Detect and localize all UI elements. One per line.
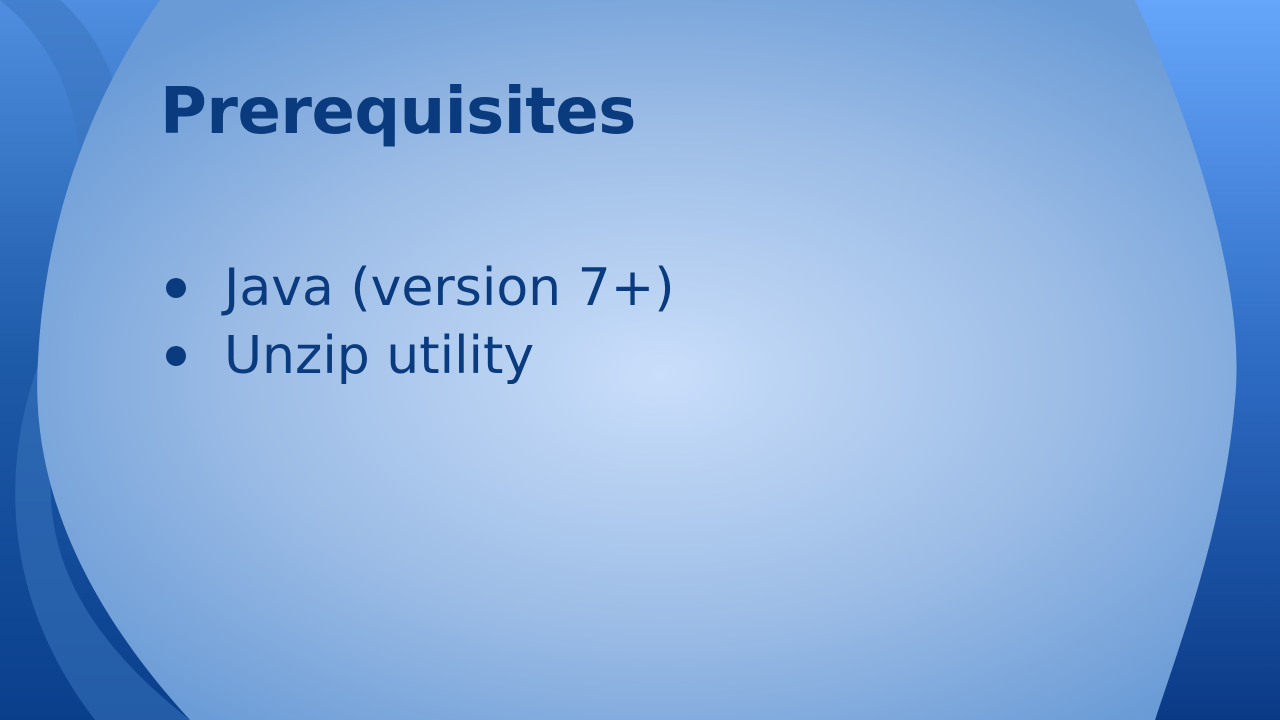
bullet-text: Java (version 7+) bbox=[224, 258, 675, 318]
bullet-dot-icon bbox=[166, 346, 186, 366]
left-ribbon-shape bbox=[0, 0, 190, 720]
center-panel-shape bbox=[37, 0, 1237, 720]
bullet-item: Java (version 7+) bbox=[160, 254, 675, 322]
bullet-text: Unzip utility bbox=[224, 326, 535, 386]
bullet-item: Unzip utility bbox=[160, 322, 675, 390]
slide-title: Prerequisites bbox=[160, 75, 636, 149]
bullet-dot-icon bbox=[166, 278, 186, 298]
bullet-list: Java (version 7+) Unzip utility bbox=[160, 254, 675, 390]
